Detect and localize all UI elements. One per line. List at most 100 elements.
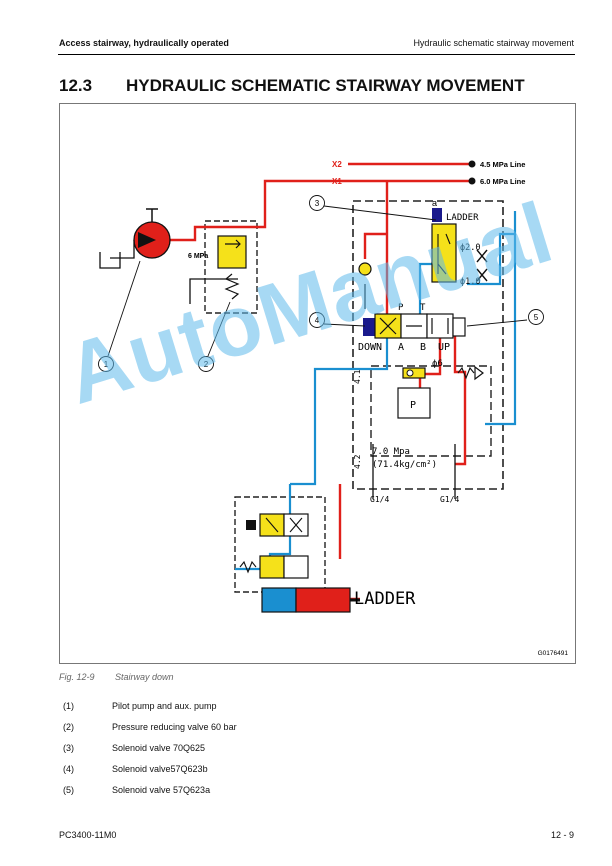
orifice-6-label: ϕ6: [432, 359, 443, 369]
x1-terminal: [468, 177, 476, 185]
reducing-valve-spring: [224, 273, 240, 300]
g14-right-label: G1/4: [440, 495, 459, 504]
g14-left-label: G1/4: [370, 495, 389, 504]
orifice-6-check: [406, 369, 414, 377]
pump-pressure-line: [168, 179, 348, 242]
port-p-label: P: [398, 303, 404, 313]
solenoid-valve-3-coil: [432, 208, 442, 222]
header-chapter-title: Access stairway, hydraulically operated: [59, 38, 229, 48]
legend-number: (2): [63, 722, 74, 732]
callout-1-number: 1: [104, 360, 109, 369]
legend-text: Solenoid valve 70Q625: [112, 743, 206, 753]
drawing-id: G0176491: [538, 650, 569, 657]
pump-tank: [99, 240, 135, 269]
orifice-6-body: [402, 367, 426, 379]
port-b-label: B: [420, 342, 426, 353]
pressure-45-label: 4.5 MPa Line: [480, 160, 525, 169]
valve-pressure-label: 6 MPa: [188, 253, 208, 260]
check-valve-block-b: [283, 555, 309, 579]
relief-valve-port-label: P: [410, 400, 416, 411]
solenoid-valve-5-coil: [452, 317, 466, 337]
relief-valve-body: [397, 387, 431, 419]
pressure-line-branch: [363, 232, 387, 259]
check-valve-right: [474, 365, 484, 381]
footer-model: PC3400-11M0: [59, 830, 117, 840]
callout-5-circle: [528, 309, 544, 325]
footer-page-number: 12 - 9: [550, 830, 574, 840]
figure-label: Fig. 12-9: [59, 672, 95, 682]
port-41-label: 4.1: [353, 369, 362, 384]
lower-valve-arrows: [265, 517, 303, 533]
section-number: 12.3: [59, 76, 93, 95]
ladder-cylinder-barrel-blue: [261, 587, 297, 613]
legend-text: Solenoid valve57Q623b: [112, 764, 208, 774]
port-t-label: T: [420, 303, 426, 313]
check-valve-block-a: [259, 555, 285, 579]
port-a-small-label: a: [432, 198, 437, 208]
port-42-label: 4.2: [353, 454, 362, 469]
callout-2-circle: [198, 356, 214, 372]
ladder-cylinder-barrel-red: [295, 587, 351, 613]
callout-2-leader: [207, 301, 231, 357]
pilot-line-cylinder: [235, 522, 292, 571]
pilot-line-right: [485, 234, 517, 426]
header-rule: [58, 54, 575, 55]
legend-number: (4): [63, 764, 74, 774]
lower-spring: [239, 560, 257, 574]
line-x1-label: X1: [332, 177, 342, 186]
callout-4-number: 4: [315, 316, 320, 325]
pilot-line-return: [467, 211, 517, 286]
relief-block-housing: [370, 365, 492, 457]
legend-number: (3): [63, 743, 74, 753]
header-section-title: Hydraulic schematic stairway movement: [413, 38, 574, 48]
pilot-line-left: [290, 332, 389, 486]
callout-1-leader: [107, 260, 141, 357]
legend-number: (5): [63, 785, 74, 795]
pressure-line-right: [453, 322, 467, 466]
reducing-valve-drain: [189, 278, 238, 304]
orifice-20-label: ϕ2.0: [460, 243, 480, 253]
line-x2-label: X2: [332, 160, 342, 169]
pump-drive-shaft: [146, 208, 158, 222]
legend-text: Pressure reducing valve 60 bar: [112, 722, 237, 732]
legend-text: Solenoid valve 57Q623a: [112, 785, 211, 795]
orifice-10-symbol: [476, 268, 488, 282]
pilot-pump-arrow: [138, 232, 156, 248]
check-valve-upper: [358, 262, 372, 276]
hydraulic-schematic: X2 X1 4.5 MPa Line 6.0 MPa Line 6 MPa a …: [98, 160, 569, 657]
pressure-60-label: 6.0 MPa Line: [480, 177, 525, 186]
down-label: DOWN: [358, 342, 382, 353]
hydraulic-schematic-figure: X2 X1 4.5 MPa Line 6.0 MPa Line 6 MPa a …: [59, 103, 576, 664]
solenoid-valve-3-spool: [437, 233, 451, 275]
valve-block-housing: [352, 200, 504, 490]
callout-5-number: 5: [534, 313, 539, 322]
callout-3-number: 3: [315, 199, 320, 208]
orifice-20-symbol: [476, 249, 488, 263]
section-title: HYDRAULIC SCHEMATIC STAIRWAY MOVEMENT: [126, 76, 525, 95]
callout-4-leader: [323, 323, 366, 327]
orifice-10-label: ϕ1.0: [460, 277, 480, 287]
relief-kg-label: (71.4kg/cm²): [372, 460, 437, 470]
callout-4-circle: [309, 312, 325, 328]
reducing-valve-arrow: [225, 239, 241, 249]
directional-valve-arrows: [379, 317, 449, 335]
legend-number: (1): [63, 701, 74, 711]
up-label: UP: [438, 342, 450, 353]
pilot-line-upper: [418, 262, 435, 314]
cylinder-ladder-label: LADDER: [354, 589, 416, 609]
spring-right: [457, 366, 475, 380]
directional-valve-right-spool: [426, 313, 454, 339]
x2-terminal: [468, 160, 476, 168]
ladder-top-label: LADDER: [446, 213, 479, 223]
callout-2-number: 2: [204, 360, 209, 369]
reducing-valve-body: [217, 235, 247, 269]
callout-5-leader: [466, 319, 528, 327]
relief-mpa-label: 7.0 Mpa: [372, 447, 410, 457]
figure-caption: Stairway down: [115, 672, 174, 682]
lower-valve-coil: [246, 520, 256, 530]
callout-1-circle: [98, 356, 114, 372]
solenoid-valve-3-body: [431, 223, 457, 283]
legend-text: Pilot pump and aux. pump: [112, 701, 217, 711]
callout-3-leader: [323, 205, 437, 221]
solenoid-valve-4-coil: [363, 318, 375, 336]
